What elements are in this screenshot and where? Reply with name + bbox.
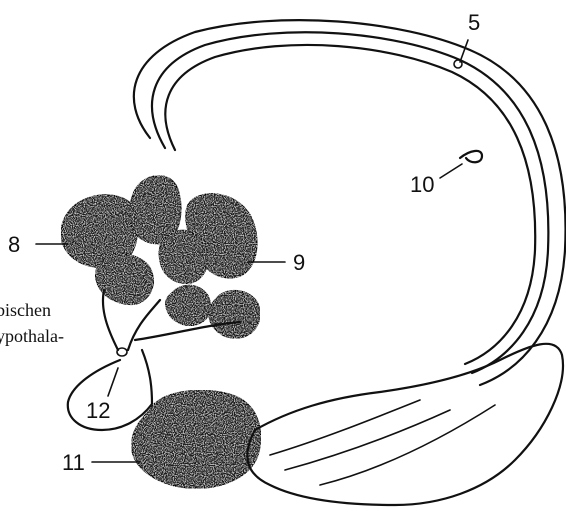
side-text-line2: ypothala- <box>0 326 64 346</box>
label-5: 5 <box>468 10 480 35</box>
label-12: 12 <box>86 398 110 423</box>
nucleus-mid <box>159 230 207 283</box>
label-10: 10 <box>410 172 434 197</box>
side-text-line1: bischen <box>0 300 51 320</box>
stalk-ring <box>117 348 127 356</box>
nucleus-left-mid <box>96 254 153 304</box>
label-8: 8 <box>8 232 20 257</box>
lower-lobe <box>247 344 563 505</box>
nucleus-right-lower <box>209 291 260 338</box>
nucleus-cluster <box>61 176 260 338</box>
marker-10-curl <box>460 151 482 162</box>
label-11: 11 <box>62 450 85 475</box>
nucleus-lower <box>166 285 211 325</box>
label-9: 9 <box>293 250 305 275</box>
